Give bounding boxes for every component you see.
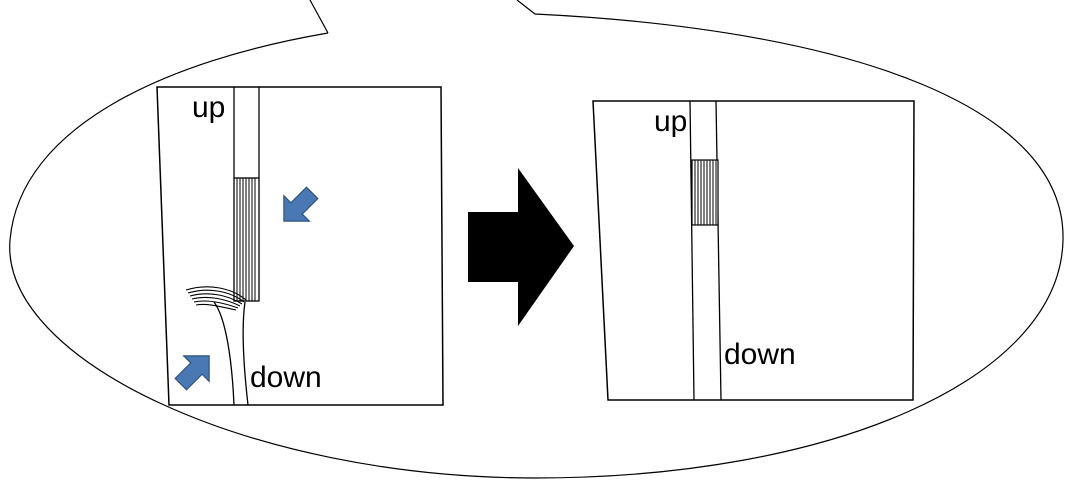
left-lower-strip (185, 286, 249, 406)
left-upper-strip (233, 87, 260, 178)
speech-bubble (9, 0, 1064, 479)
left-panel: up down (156, 86, 444, 406)
left-label-down: down (250, 361, 322, 394)
right-label-down: down (724, 338, 796, 371)
left-label-up: up (192, 91, 225, 124)
speech-bubble-outline (9, 0, 1064, 479)
left-upper-ribs (233, 177, 260, 302)
right-label-up: up (654, 105, 687, 138)
pointer-arrow-icon (174, 355, 210, 391)
left-sheet (156, 86, 444, 406)
right-strip (689, 100, 722, 401)
right-ribbed-joint (691, 159, 719, 226)
right-panel: up down (592, 100, 915, 401)
right-sheet (592, 100, 915, 401)
pointer-arrow-icon (283, 186, 319, 222)
transition-arrow-icon (468, 168, 574, 326)
